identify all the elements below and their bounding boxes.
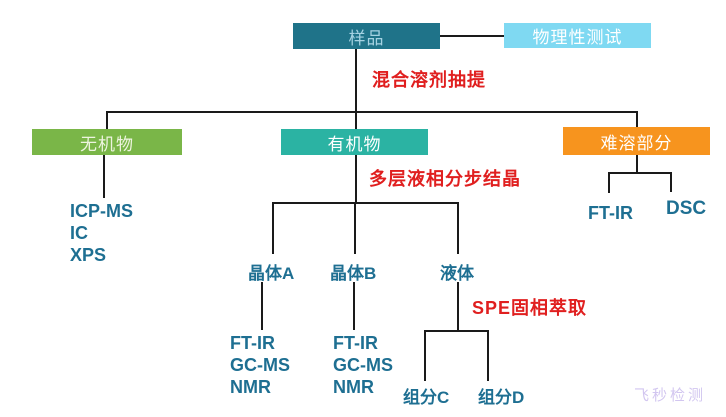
connector-drop-fraction-d [487, 330, 489, 381]
node-organic-label: 有机物 [327, 134, 382, 154]
connector-branch4-horizontal [608, 172, 672, 174]
node-sample-label: 样品 [348, 28, 385, 48]
method-item: XPS [70, 245, 107, 265]
connector-crystal-a-methods [261, 282, 263, 330]
node-crystal-a: 晶体A [248, 264, 295, 283]
connector-drop-crystal-b [354, 202, 356, 254]
process-label-crystallization: 多层液相分步结晶 [369, 169, 521, 189]
connector-crystal-b-methods [353, 282, 355, 330]
connector-sample-down [355, 49, 357, 112]
connector-organic-down [355, 155, 357, 204]
process-label-extraction: 混合溶剂抽提 [372, 70, 486, 90]
method-item: FT-IR [333, 333, 378, 353]
connector-liquid-down [457, 282, 459, 332]
process-label-spe: SPE固相萃取 [472, 298, 588, 318]
node-liquid: 液体 [440, 264, 474, 283]
node-organic: 有机物 [281, 129, 428, 155]
node-insoluble-label: 难溶部分 [600, 133, 673, 153]
method-item: IC [70, 223, 88, 243]
connector-drop-crystal-a [272, 202, 274, 254]
connector-drop-liquid [457, 202, 459, 254]
method-item: NMR [333, 377, 374, 397]
connector-drop-ftir [608, 172, 610, 193]
connector-branch1-horizontal [106, 111, 638, 113]
node-fraction-c: 组分C [403, 388, 450, 407]
connector-inorganic-methods [103, 155, 105, 198]
method-item: FT-IR [588, 203, 633, 223]
connector-drop-dsc [670, 172, 672, 192]
node-physical-test: 物理性测试 [504, 23, 651, 48]
connector-branch2-horizontal [272, 202, 459, 204]
node-sample: 样品 [293, 23, 440, 49]
crystal-b-method-list: FT-IR GC-MS NMR [333, 332, 393, 398]
node-fraction-d: 组分D [478, 388, 525, 407]
method-item: ICP-MS [70, 201, 133, 221]
method-item: GC-MS [333, 355, 393, 375]
crystal-a-method-list: FT-IR GC-MS NMR [230, 332, 290, 398]
connector-branch3-horizontal [424, 330, 489, 332]
node-inorganic-label: 无机物 [80, 134, 134, 154]
watermark: 飞秒检测 [634, 387, 707, 404]
connector-drop-insoluble [636, 111, 638, 128]
connector-drop-organic [355, 111, 357, 130]
method-item: GC-MS [230, 355, 290, 375]
node-inorganic: 无机物 [32, 129, 182, 155]
node-crystal-b: 晶体B [330, 264, 377, 283]
node-physical-test-label: 物理性测试 [532, 28, 623, 47]
connector-drop-inorganic [106, 111, 108, 130]
connector-sample-physical [440, 35, 504, 37]
inorganic-method-list: ICP-MS IC XPS [70, 200, 133, 266]
connector-insoluble-down [636, 155, 638, 174]
method-item: FT-IR [230, 333, 275, 353]
node-insoluble: 难溶部分 [563, 127, 710, 155]
method-item: DSC [666, 198, 707, 219]
connector-drop-fraction-c [424, 330, 426, 381]
method-item: NMR [230, 377, 271, 397]
